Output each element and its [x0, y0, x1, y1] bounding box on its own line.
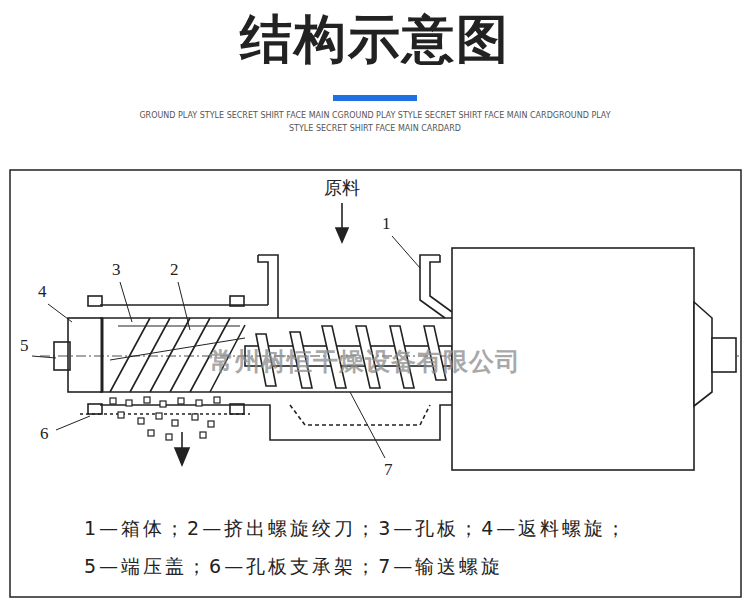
subtitle-text: GROUND PLAY STYLE SECRET SHIRT FACE MAIN…: [139, 110, 611, 136]
callout-number: 2: [170, 260, 179, 280]
watermark: 常州树恒干燥设备有限公司: [209, 348, 521, 377]
granules: [110, 397, 220, 440]
frame: [10, 170, 741, 597]
page-title: 结构示意图: [240, 10, 510, 70]
parts-key: 5—端压盖；6—孔板支承架；7—输送螺旋: [84, 556, 503, 578]
machine-drawing: [40, 203, 740, 470]
parts-key: 1—箱体；2—挤出螺旋绞刀；3—孔板；4—返料螺旋；: [84, 518, 628, 540]
callout-number: 5: [20, 336, 29, 356]
leader-lines: [32, 236, 420, 458]
callout-number: 4: [38, 282, 47, 302]
feed-label: 原料: [324, 178, 360, 199]
accent-bar: [333, 95, 417, 101]
callout-number: 6: [40, 424, 49, 444]
callout-number: 7: [384, 460, 393, 480]
callout-number: 1: [382, 214, 391, 234]
callout-number: 3: [112, 260, 121, 280]
